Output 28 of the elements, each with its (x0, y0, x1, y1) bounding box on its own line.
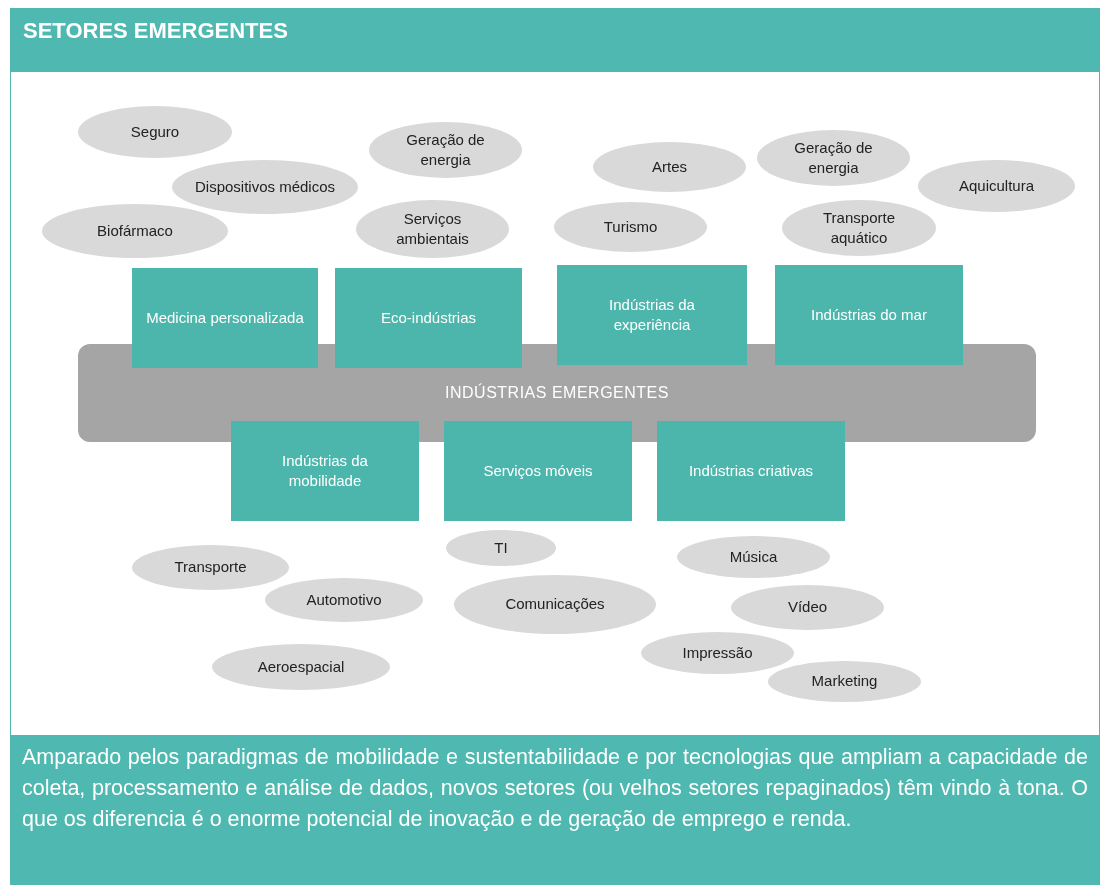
sector-ellipse: Serviços ambientais (356, 200, 509, 258)
sector-ellipse: Transporte aquático (782, 200, 936, 256)
industry-box: Serviços móveis (444, 421, 632, 521)
sector-ellipse: Comunicações (454, 575, 656, 634)
title-bar: SETORES EMERGENTES (10, 8, 1100, 72)
industry-box: Indústrias da experiência (557, 265, 747, 365)
industry-box: Indústrias da mobilidade (231, 421, 419, 521)
industry-box: Indústrias criativas (657, 421, 845, 521)
sector-ellipse: Biofármaco (42, 204, 228, 258)
sector-ellipse: Seguro (78, 106, 232, 158)
sector-ellipse: Transporte (132, 545, 289, 590)
sector-ellipse: Turismo (554, 202, 707, 252)
sector-ellipse: Aquicultura (918, 160, 1075, 212)
sector-ellipse: Geração de energia (757, 130, 910, 186)
sector-ellipse: Vídeo (731, 585, 884, 630)
sector-ellipse: Música (677, 536, 830, 578)
industry-box: Indústrias do mar (775, 265, 963, 365)
industry-box: Medicina personalizada (132, 268, 318, 368)
sector-ellipse: TI (446, 530, 556, 566)
sector-ellipse: Automotivo (265, 578, 423, 622)
sector-ellipse: Geração de energia (369, 122, 522, 178)
sector-ellipse: Dispositivos médicos (172, 160, 358, 214)
industry-box: Eco-indústrias (335, 268, 522, 368)
caption-text: Amparado pelos paradigmas de mobilidade e sustentabilidade e por tecnologias que ampliam a capacidade de coleta, processamento e análise de dados, novos setores (ou velhos setores repaginados) têm vindo à tona. O que os diferencia é o enorme potencial de inovação e de geração de emprego e renda. (10, 736, 1100, 885)
sector-ellipse: Aeroespacial (212, 644, 390, 690)
sector-ellipse: Marketing (768, 661, 921, 702)
sector-ellipse: Artes (593, 142, 746, 192)
sector-ellipse: Impressão (641, 632, 794, 674)
